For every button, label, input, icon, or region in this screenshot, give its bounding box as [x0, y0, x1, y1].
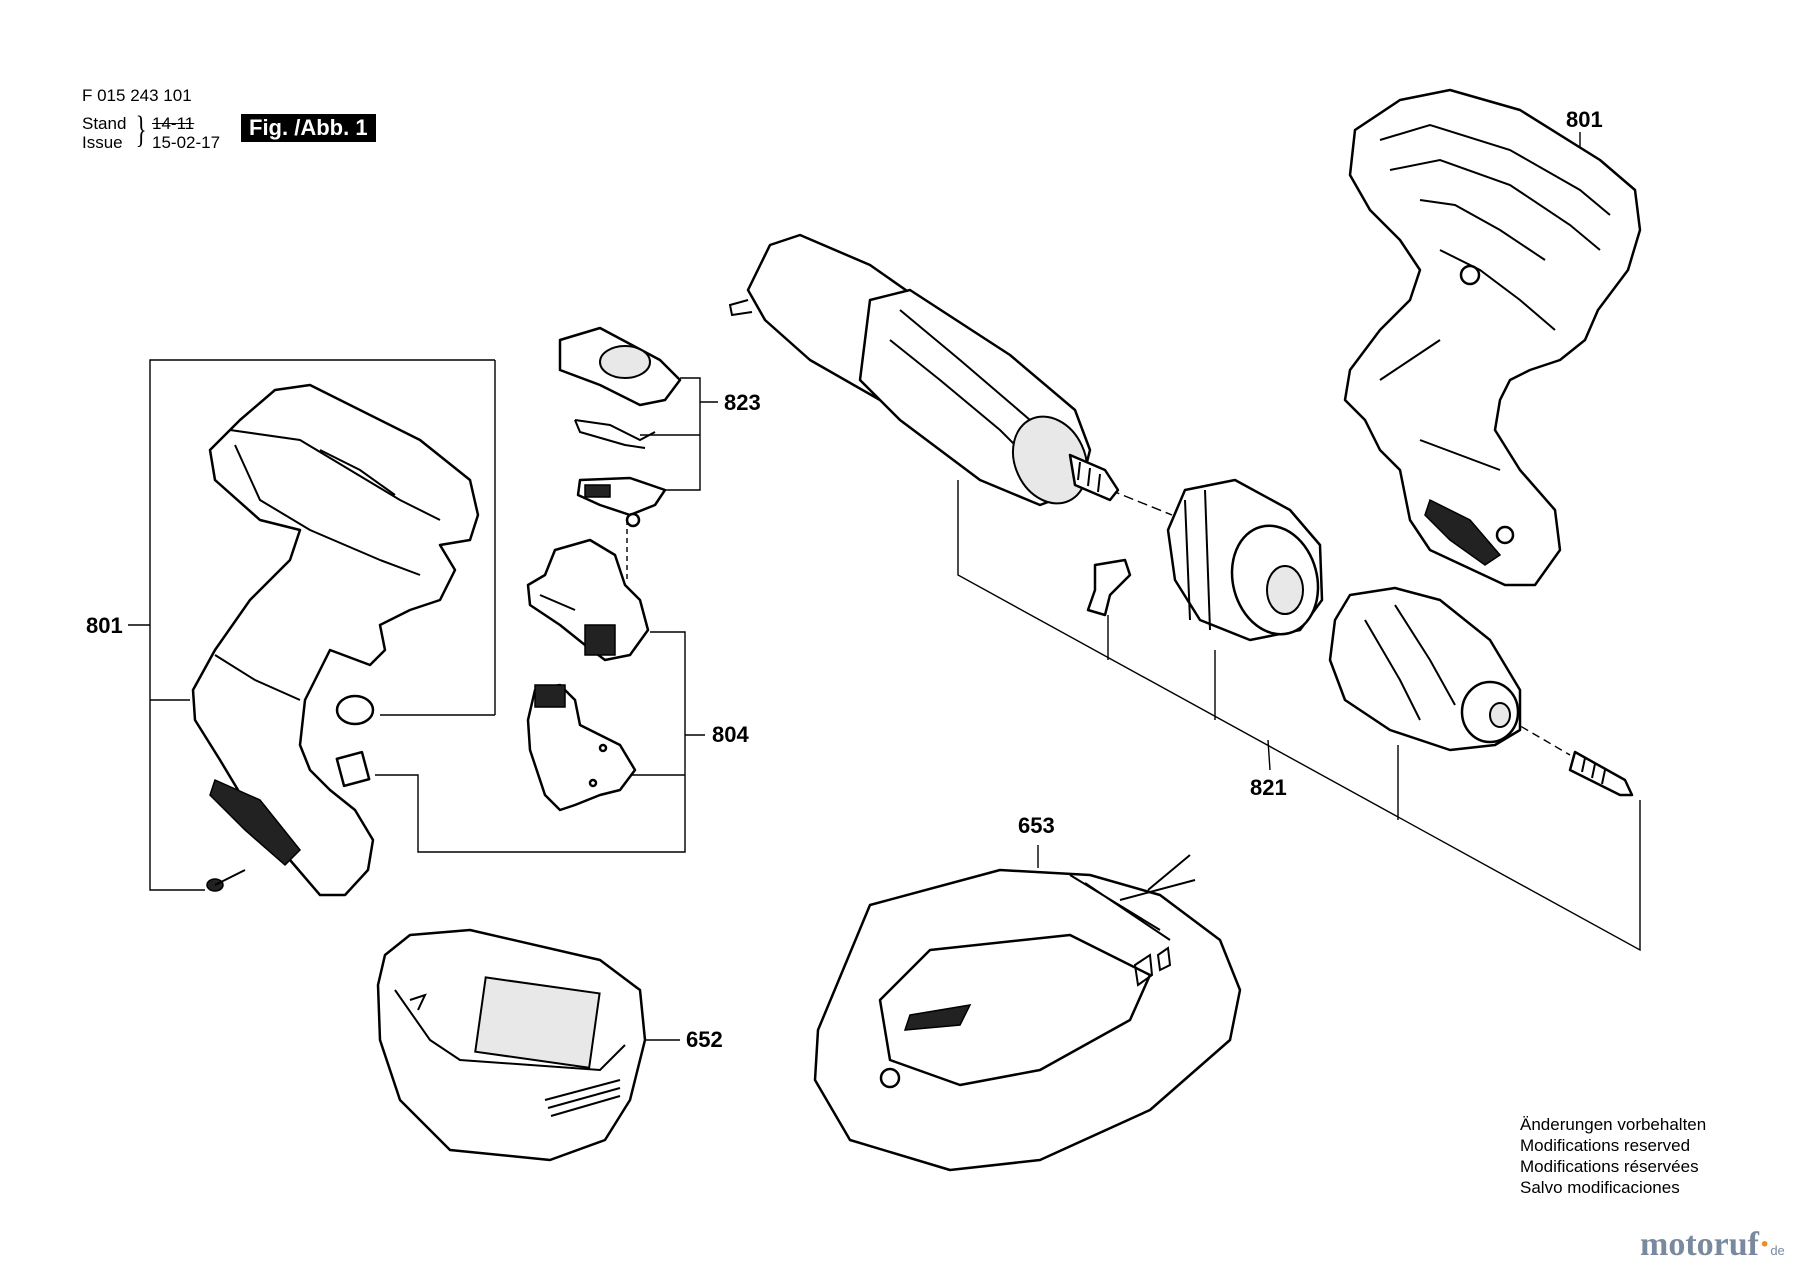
- switch-assembly: [526, 538, 650, 812]
- brace-symbol: }: [135, 109, 147, 151]
- callout-801-left: 801: [86, 613, 123, 638]
- spring-clip: [1086, 558, 1132, 617]
- battery-pack: [376, 928, 647, 1162]
- gear-ring-housing: [1166, 478, 1324, 642]
- callout-823: 823: [724, 390, 761, 415]
- note-english: Modifications reserved: [1520, 1136, 1691, 1155]
- right-housing-half: [1343, 88, 1642, 587]
- issue-label: Issue: [82, 133, 123, 152]
- watermark-dot: ·: [1758, 1226, 1771, 1263]
- part-number: F 015 243 101: [82, 86, 192, 105]
- issue-date: 15-02-17: [152, 133, 221, 152]
- note-german: Änderungen vorbehalten: [1520, 1115, 1707, 1134]
- stand-label: Stand: [82, 114, 127, 133]
- stand-date: 14-11: [152, 114, 195, 133]
- watermark-logo: motoruf·de: [1640, 1226, 1785, 1264]
- note-french: Modifications réservées: [1520, 1157, 1699, 1176]
- leader-lines: [128, 132, 1641, 1041]
- callout-821: 821: [1250, 775, 1287, 800]
- callout-652: 652: [686, 1027, 723, 1052]
- motor-gearbox: [728, 233, 1120, 507]
- watermark-tld: de: [1770, 1243, 1785, 1258]
- callout-804: 804: [712, 722, 749, 747]
- chuck-screw: [1568, 750, 1634, 797]
- charger-base: [813, 854, 1242, 1172]
- callout-653: 653: [1018, 813, 1055, 838]
- figure-label: Fig. /Abb. 1: [241, 114, 376, 142]
- watermark-main: motoruf: [1640, 1226, 1759, 1263]
- keyless-chuck: [1328, 586, 1522, 752]
- left-housing-half: [191, 383, 480, 897]
- modification-notes: Änderungen vorbehalten Modifications res…: [1520, 1114, 1706, 1198]
- switch-cover-parts: [558, 326, 682, 528]
- note-spanish: Salvo modificaciones: [1520, 1178, 1680, 1197]
- callout-801-right: 801: [1566, 107, 1603, 132]
